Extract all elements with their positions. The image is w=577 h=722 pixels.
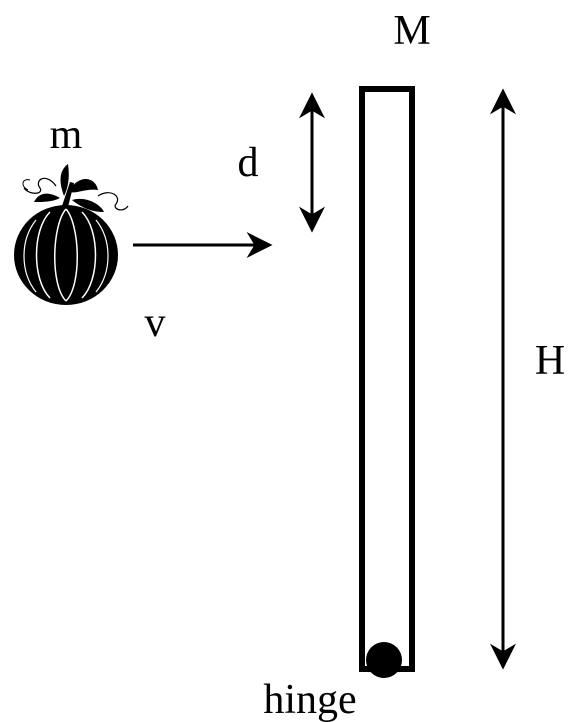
rod <box>359 86 415 672</box>
hinge-pivot <box>366 642 402 678</box>
label-hinge: hinge <box>263 677 356 722</box>
label-velocity: v <box>145 300 166 346</box>
label-rod-mass: M <box>393 8 430 54</box>
label-distance: d <box>238 140 259 186</box>
pumpkin-icon <box>14 164 129 305</box>
label-rod-length: H <box>535 338 565 384</box>
label-pumpkin-mass: m <box>50 112 83 158</box>
